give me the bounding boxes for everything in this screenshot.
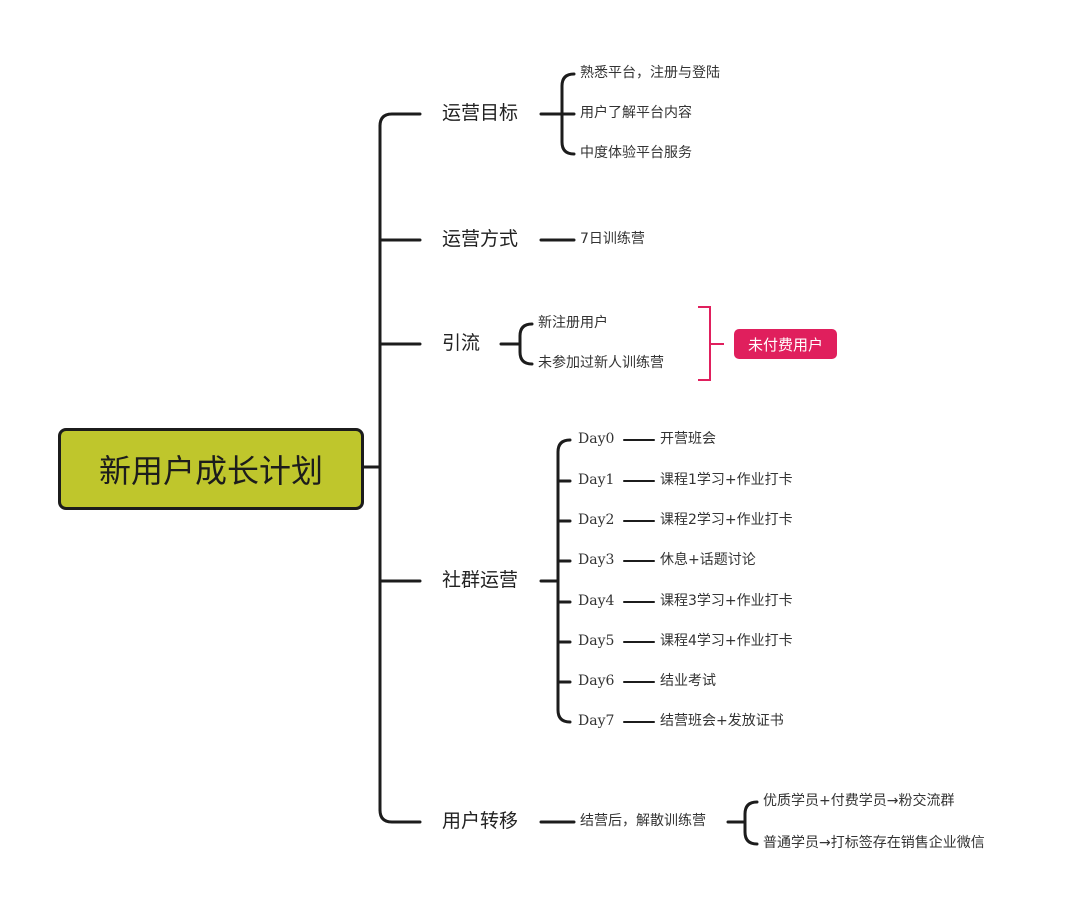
tag-label: 未付费用户 (747, 335, 823, 354)
day-task[interactable]: 开营班会 (660, 431, 716, 447)
transfer-outcome[interactable]: 普通学员→打标签存在销售企业微信 (763, 835, 985, 851)
branch-yonghu-zhuanyi[interactable]: 用户转移 (442, 810, 519, 832)
branch-shequn-yunying[interactable]: 社群运营 (442, 569, 519, 591)
traffic-bracket (518, 322, 534, 366)
day-label[interactable]: Day2 (578, 512, 615, 528)
day-label[interactable]: Day1 (578, 472, 615, 488)
unpaid-user-tag[interactable]: 未付费用户 (734, 329, 837, 359)
branch-yunying-mubiao[interactable]: 运营目标 (442, 102, 519, 124)
goal-item[interactable]: 中度体验平台服务 (580, 145, 692, 161)
branch-yunying-fangshi[interactable]: 运营方式 (442, 228, 519, 250)
day-label[interactable]: Day7 (578, 713, 615, 729)
day-label[interactable]: Day0 (578, 431, 615, 447)
day-task[interactable]: 结业考试 (660, 673, 716, 689)
day-task[interactable]: 结营班会+发放证书 (660, 713, 784, 729)
goal-item[interactable]: 熟悉平台，注册与登陆 (580, 65, 720, 81)
transfer-item[interactable]: 结营后，解散训练营 (580, 813, 706, 829)
root-node[interactable]: 新用户成长计划 (58, 428, 364, 510)
day-task[interactable]: 课程3学习+作业打卡 (660, 593, 793, 609)
root-label: 新用户成长计划 (98, 452, 323, 490)
traffic-item[interactable]: 新注册用户 (538, 315, 608, 331)
goal-item[interactable]: 用户了解平台内容 (580, 105, 692, 121)
transfer-outcome[interactable]: 优质学员+付费学员→粉交流群 (763, 793, 955, 809)
traffic-item[interactable]: 未参加过新人训练营 (538, 355, 664, 371)
summary-bracket (698, 306, 711, 381)
day-label[interactable]: Day6 (578, 673, 615, 689)
day-task[interactable]: 课程4学习+作业打卡 (660, 633, 793, 649)
main-bottom-curve (378, 808, 422, 824)
transfer-bracket (743, 800, 759, 846)
method-item[interactable]: 7日训练营 (580, 231, 645, 247)
day-task[interactable]: 课程1学习+作业打卡 (660, 472, 793, 488)
day-task[interactable]: 课程2学习+作业打卡 (660, 512, 793, 528)
day-label[interactable]: Day5 (578, 633, 615, 649)
day-label[interactable]: Day4 (578, 593, 615, 609)
community-bracket (556, 438, 572, 724)
day-label[interactable]: Day3 (578, 552, 615, 568)
branch-yinliu[interactable]: 引流 (442, 332, 481, 354)
main-top-curve (378, 112, 422, 128)
day-task[interactable]: 休息+话题讨论 (660, 552, 756, 568)
